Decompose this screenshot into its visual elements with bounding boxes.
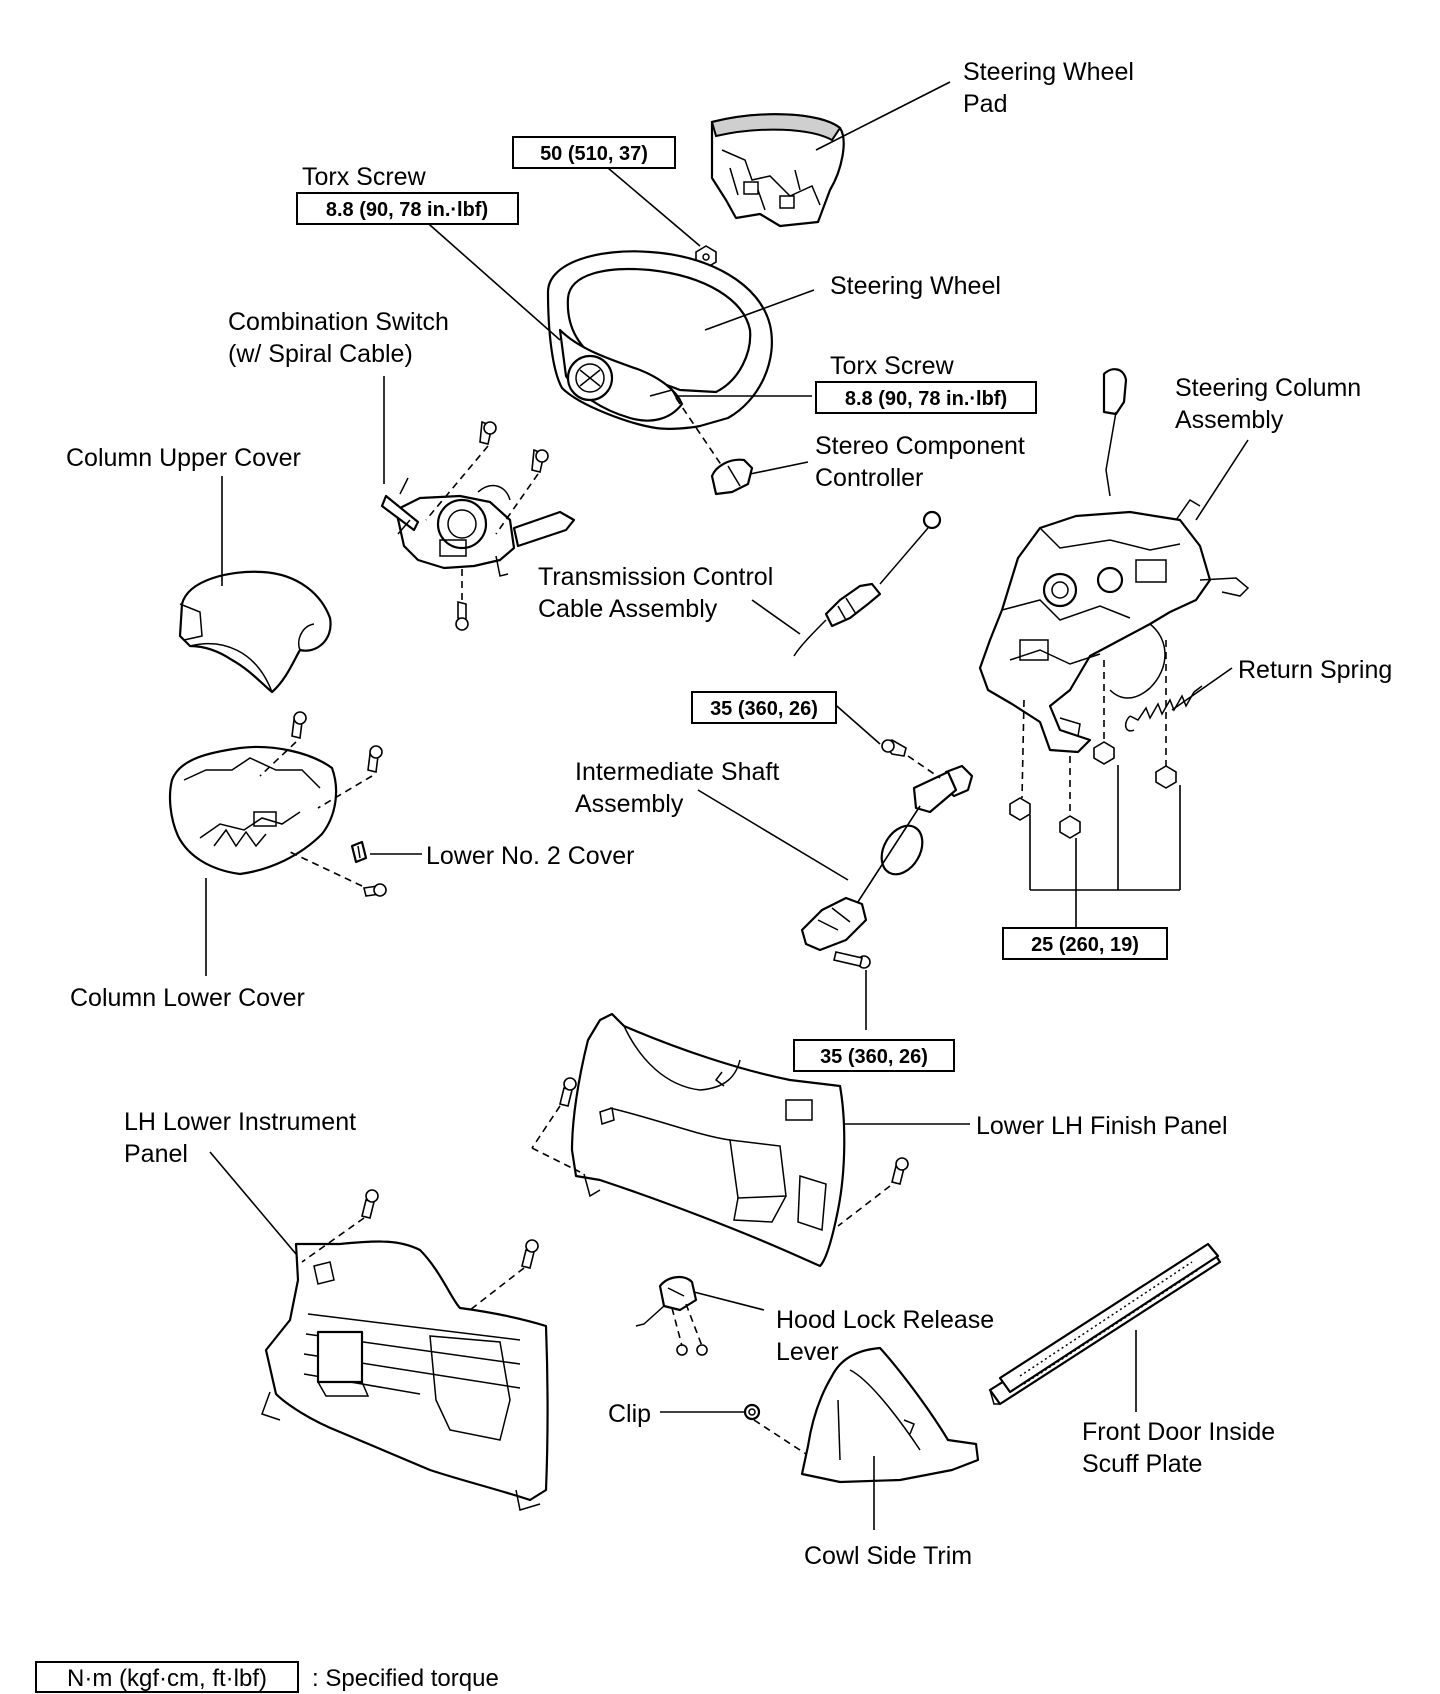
label-clip: Clip <box>608 1400 651 1428</box>
label-hood-lock-release-lever-2: Lever <box>776 1338 839 1366</box>
label-stereo-component-controller-1: Stereo Component <box>815 432 1025 460</box>
instrument-panel-screws <box>361 1189 539 1269</box>
label-front-door-scuff-plate-2: Scuff Plate <box>1082 1450 1202 1478</box>
label-front-door-scuff-plate-1: Front Door Inside <box>1082 1418 1275 1446</box>
torque-box-torx-screw-2: 8.8 (90, 78 in.·lbf) <box>815 381 1037 414</box>
label-lower-lh-finish-panel: Lower LH Finish Panel <box>976 1112 1228 1140</box>
return-spring-part <box>1124 685 1203 732</box>
label-steering-wheel-pad-2: Pad <box>963 90 1007 118</box>
label-column-upper-cover: Column Upper Cover <box>66 444 301 472</box>
transmission-control-cable-part <box>793 510 942 657</box>
cowl-side-trim-part <box>800 1346 980 1484</box>
steering-wheel-pad-part <box>710 113 845 228</box>
lh-lower-instrument-panel-part <box>261 1240 549 1511</box>
label-lower-no2-cover: Lower No. 2 Cover <box>426 842 634 870</box>
label-torx-screw-2: Torx Screw <box>830 352 955 380</box>
clip-part <box>743 1403 761 1421</box>
label-lh-lower-instrument-panel-1: LH Lower Instrument <box>124 1108 356 1136</box>
combination-switch-part <box>380 477 576 577</box>
label-intermediate-shaft-2: Assembly <box>575 790 684 818</box>
label-lh-lower-instrument-panel-2: Panel <box>124 1140 188 1168</box>
lower-lh-finish-panel-part <box>570 1012 846 1268</box>
finish-panel-screws <box>559 1077 909 1185</box>
label-stereo-component-controller-2: Controller <box>815 464 923 492</box>
column-lower-cover-screws <box>291 711 387 897</box>
label-torx-screw-1: Torx Screw <box>302 163 427 191</box>
torque-box-intermediate-shaft-lower: 35 (360, 26) <box>793 1039 955 1072</box>
torque-value: 25 (260, 19) <box>1031 934 1139 956</box>
label-cowl-side-trim: Cowl Side Trim <box>804 1542 972 1570</box>
label-steering-column-assembly-2: Assembly <box>1175 406 1284 434</box>
torque-legend: N·m (kgf·cm, ft·lbf) : Specified torque <box>35 1661 499 1693</box>
label-combination-switch-1: Combination Switch <box>228 308 449 336</box>
label-return-spring: Return Spring <box>1238 656 1392 684</box>
torque-box-column-assembly: 25 (260, 19) <box>1002 927 1168 960</box>
label-column-lower-cover: Column Lower Cover <box>70 984 305 1012</box>
column-assembly-nuts <box>1009 741 1177 839</box>
label-combination-switch-2: (w/ Spiral Cable) <box>228 340 413 368</box>
legend-unit: N·m (kgf·cm, ft·lbf) <box>67 1665 267 1692</box>
torque-value: 8.8 (90, 78 in.·lbf) <box>326 199 488 221</box>
torque-box-intermediate-shaft-upper: 35 (360, 26) <box>691 691 837 724</box>
label-intermediate-shaft-1: Intermediate Shaft <box>575 758 779 786</box>
legend-description: : Specified torque <box>312 1665 499 1692</box>
label-steering-wheel-pad-1: Steering Wheel <box>963 58 1134 86</box>
torque-value: 50 (510, 37) <box>540 143 648 165</box>
label-steering-wheel: Steering Wheel <box>830 272 1001 300</box>
hood-lock-release-lever-part <box>635 1276 708 1356</box>
combination-switch-screws <box>455 420 549 631</box>
dashed-assembly-lines <box>259 397 1167 1455</box>
intermediate-shaft-part <box>800 739 974 969</box>
torque-value: 35 (360, 26) <box>710 698 818 720</box>
stereo-component-controller-part <box>710 458 754 496</box>
lower-no2-cover-part <box>350 840 368 864</box>
torque-value: 35 (360, 26) <box>820 1046 928 1068</box>
steering-column-assembly-part <box>978 368 1250 754</box>
leader-lines <box>205 81 1249 1530</box>
label-transmission-control-cable-2: Cable Assembly <box>538 595 718 623</box>
front-door-scuff-plate-part <box>988 1242 1222 1406</box>
torque-box-torx-screw-1: 8.8 (90, 78 in.·lbf) <box>296 192 519 225</box>
label-steering-column-assembly-1: Steering Column <box>1175 374 1361 402</box>
torque-value: 8.8 (90, 78 in.·lbf) <box>845 388 1007 410</box>
torque-box-steering-wheel-nut: 50 (510, 37) <box>512 136 676 169</box>
label-hood-lock-release-lever-1: Hood Lock Release <box>776 1306 994 1334</box>
label-transmission-control-cable-1: Transmission Control <box>538 563 773 591</box>
column-upper-cover-part <box>178 570 332 694</box>
column-lower-cover-part <box>168 745 338 876</box>
steering-wheel-part <box>546 250 773 430</box>
